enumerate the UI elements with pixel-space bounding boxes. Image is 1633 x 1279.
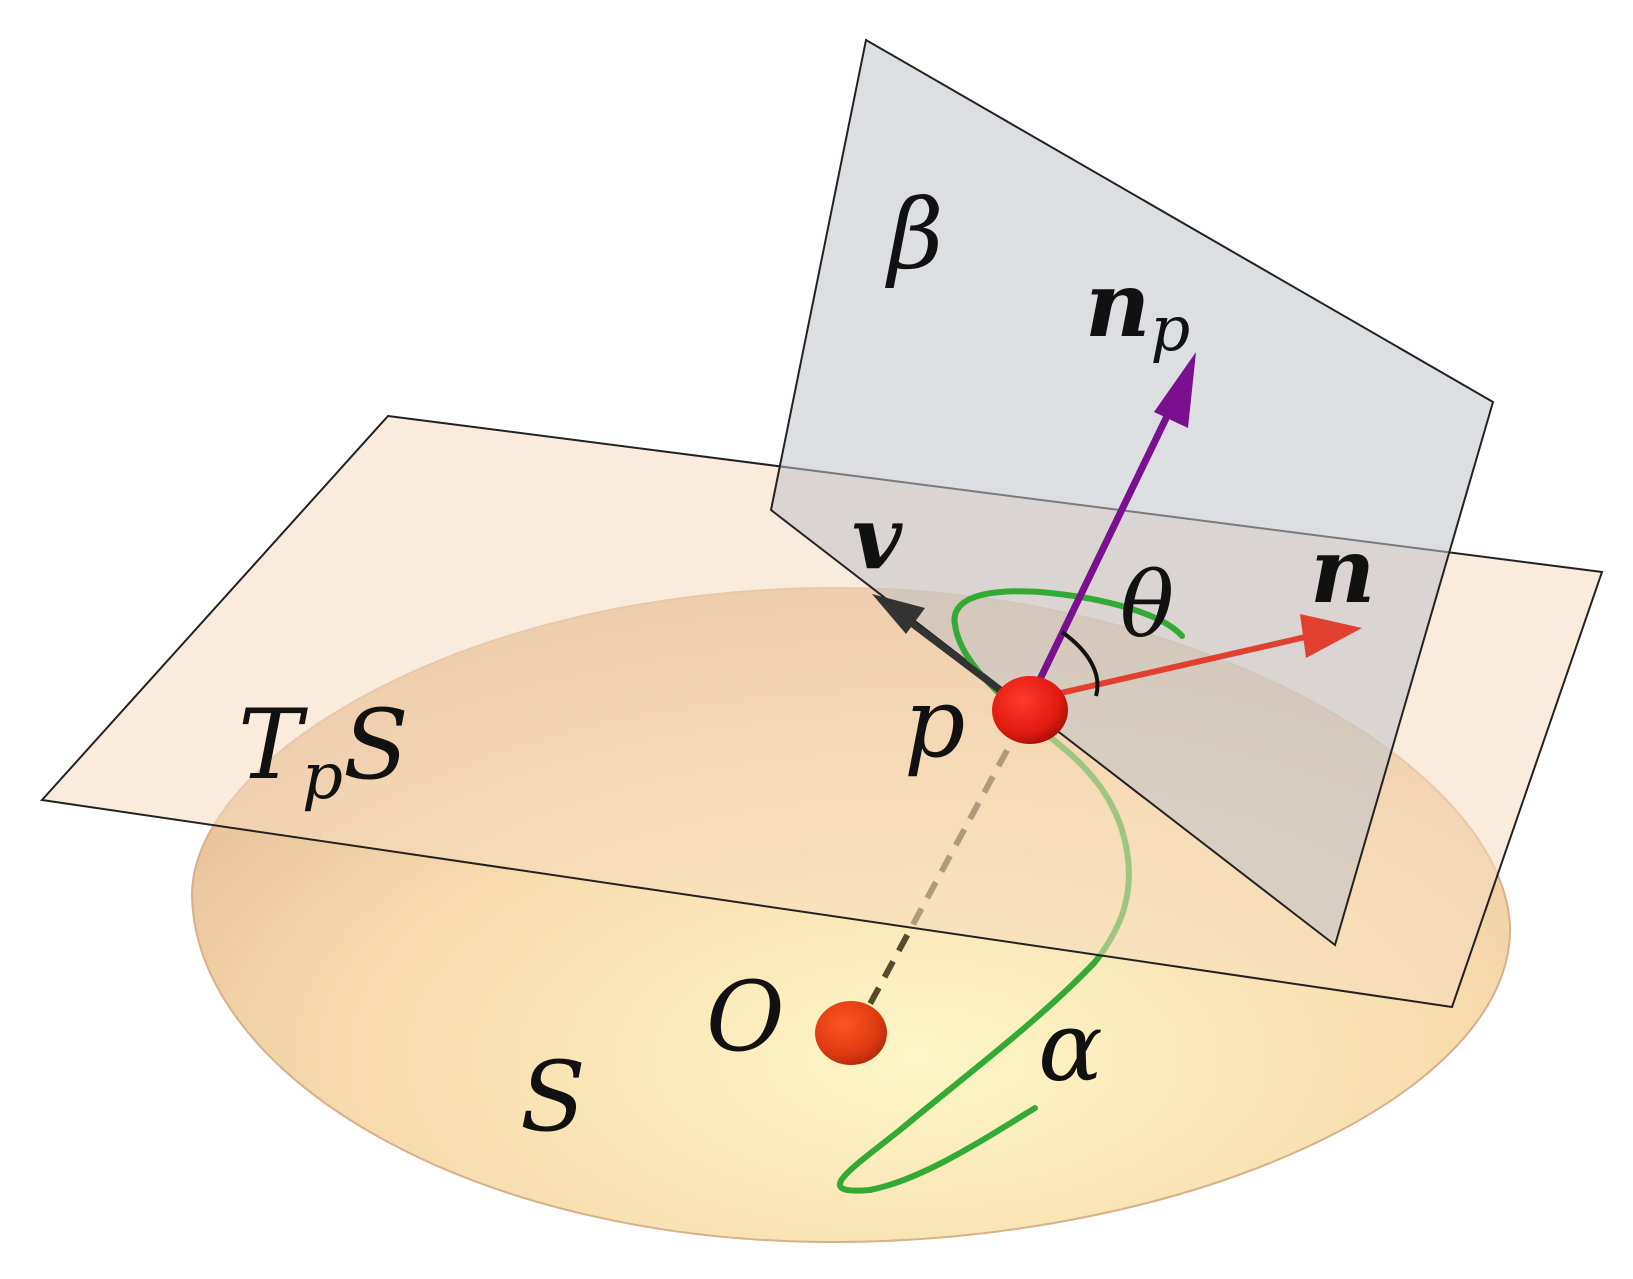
label-origin: O	[706, 961, 785, 1073]
label-tangent-plane: TpS	[238, 689, 409, 814]
normal-vector-n-arrowhead	[1300, 614, 1362, 658]
label-beta: β	[885, 179, 944, 291]
label-v: v	[852, 488, 903, 589]
normal-vector-np-arrowhead	[1154, 352, 1196, 428]
angle-theta-arc	[1060, 630, 1100, 697]
label-p: p	[904, 667, 965, 779]
label-n-p: np	[1085, 252, 1190, 365]
label-surface: S	[520, 1041, 586, 1153]
label-n: n	[1310, 518, 1375, 624]
label-alpha: α	[1038, 991, 1103, 1103]
point-p	[992, 676, 1068, 744]
tangent-vector-v-shaft	[907, 619, 1003, 693]
tangent-vector-v-arrowhead	[872, 594, 925, 634]
label-theta: θ	[1120, 553, 1174, 658]
origin-point	[815, 1001, 887, 1065]
normal-vector-n-shaft	[1029, 633, 1311, 703]
normal-vector-np-shaft	[1026, 408, 1174, 702]
